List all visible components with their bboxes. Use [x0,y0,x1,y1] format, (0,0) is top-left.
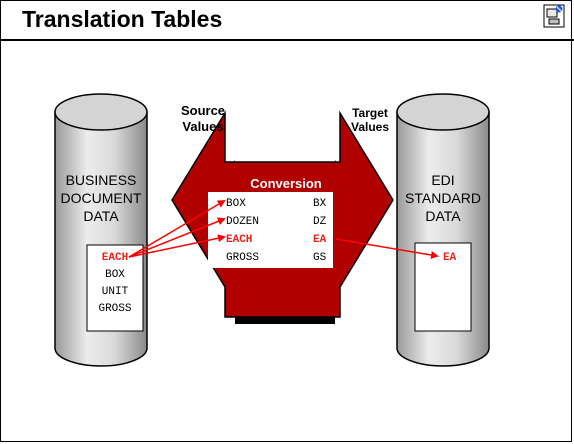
page-title: Translation Tables [22,6,223,32]
conversion-row: EACH EA [226,231,331,249]
left-label-line: BUSINESS [65,172,137,188]
source-value-item: UNIT [101,286,129,298]
title-divider [0,39,574,41]
source-value-list: EACH BOX UNIT GROSS [87,250,143,318]
conversion-source: DOZEN [226,216,260,228]
target-values-header: Target Values [350,106,390,134]
edi-standard-label: EDI STANDARD DATA [397,171,489,225]
conversion-row: DOZEN DZ [226,213,331,231]
source-value-item: EACH [101,252,129,264]
conversion-table-box [208,192,333,268]
source-values-box [86,244,144,332]
right-label-line: EDI [431,172,455,188]
source-value-item: BOX [105,269,125,281]
source-value-item: GROSS [98,303,132,315]
conversion-row: GROSS GS [226,249,331,267]
conversion-source: BOX [226,198,246,210]
target-value-item: EA [443,252,457,264]
conversion-header: Conversion [250,176,322,191]
conversion-target: GS [313,252,327,264]
target-value-list: EA [443,250,473,267]
conversion-target: BX [313,198,327,210]
conversion-source: GROSS [226,252,260,264]
target-values-box [414,242,472,332]
right-label-line: DATA [425,208,461,224]
left-label-line: DOCUMENT [60,190,142,206]
source-values-header: Source Values [180,103,226,134]
conversion-target: DZ [313,216,327,228]
business-document-label: BUSINESS DOCUMENT DATA [55,171,147,225]
conversion-table: BOX BX DOZEN DZ EACH EA GROSS GS [226,195,331,267]
conversion-row: BOX BX [226,195,331,213]
conversion-target: EA [313,234,327,246]
document-screen-icon [543,4,565,28]
conversion-source: EACH [226,234,253,246]
left-label-line: DATA [83,208,119,224]
right-label-line: STANDARD [405,190,481,206]
mapping-connectors [128,199,439,259]
